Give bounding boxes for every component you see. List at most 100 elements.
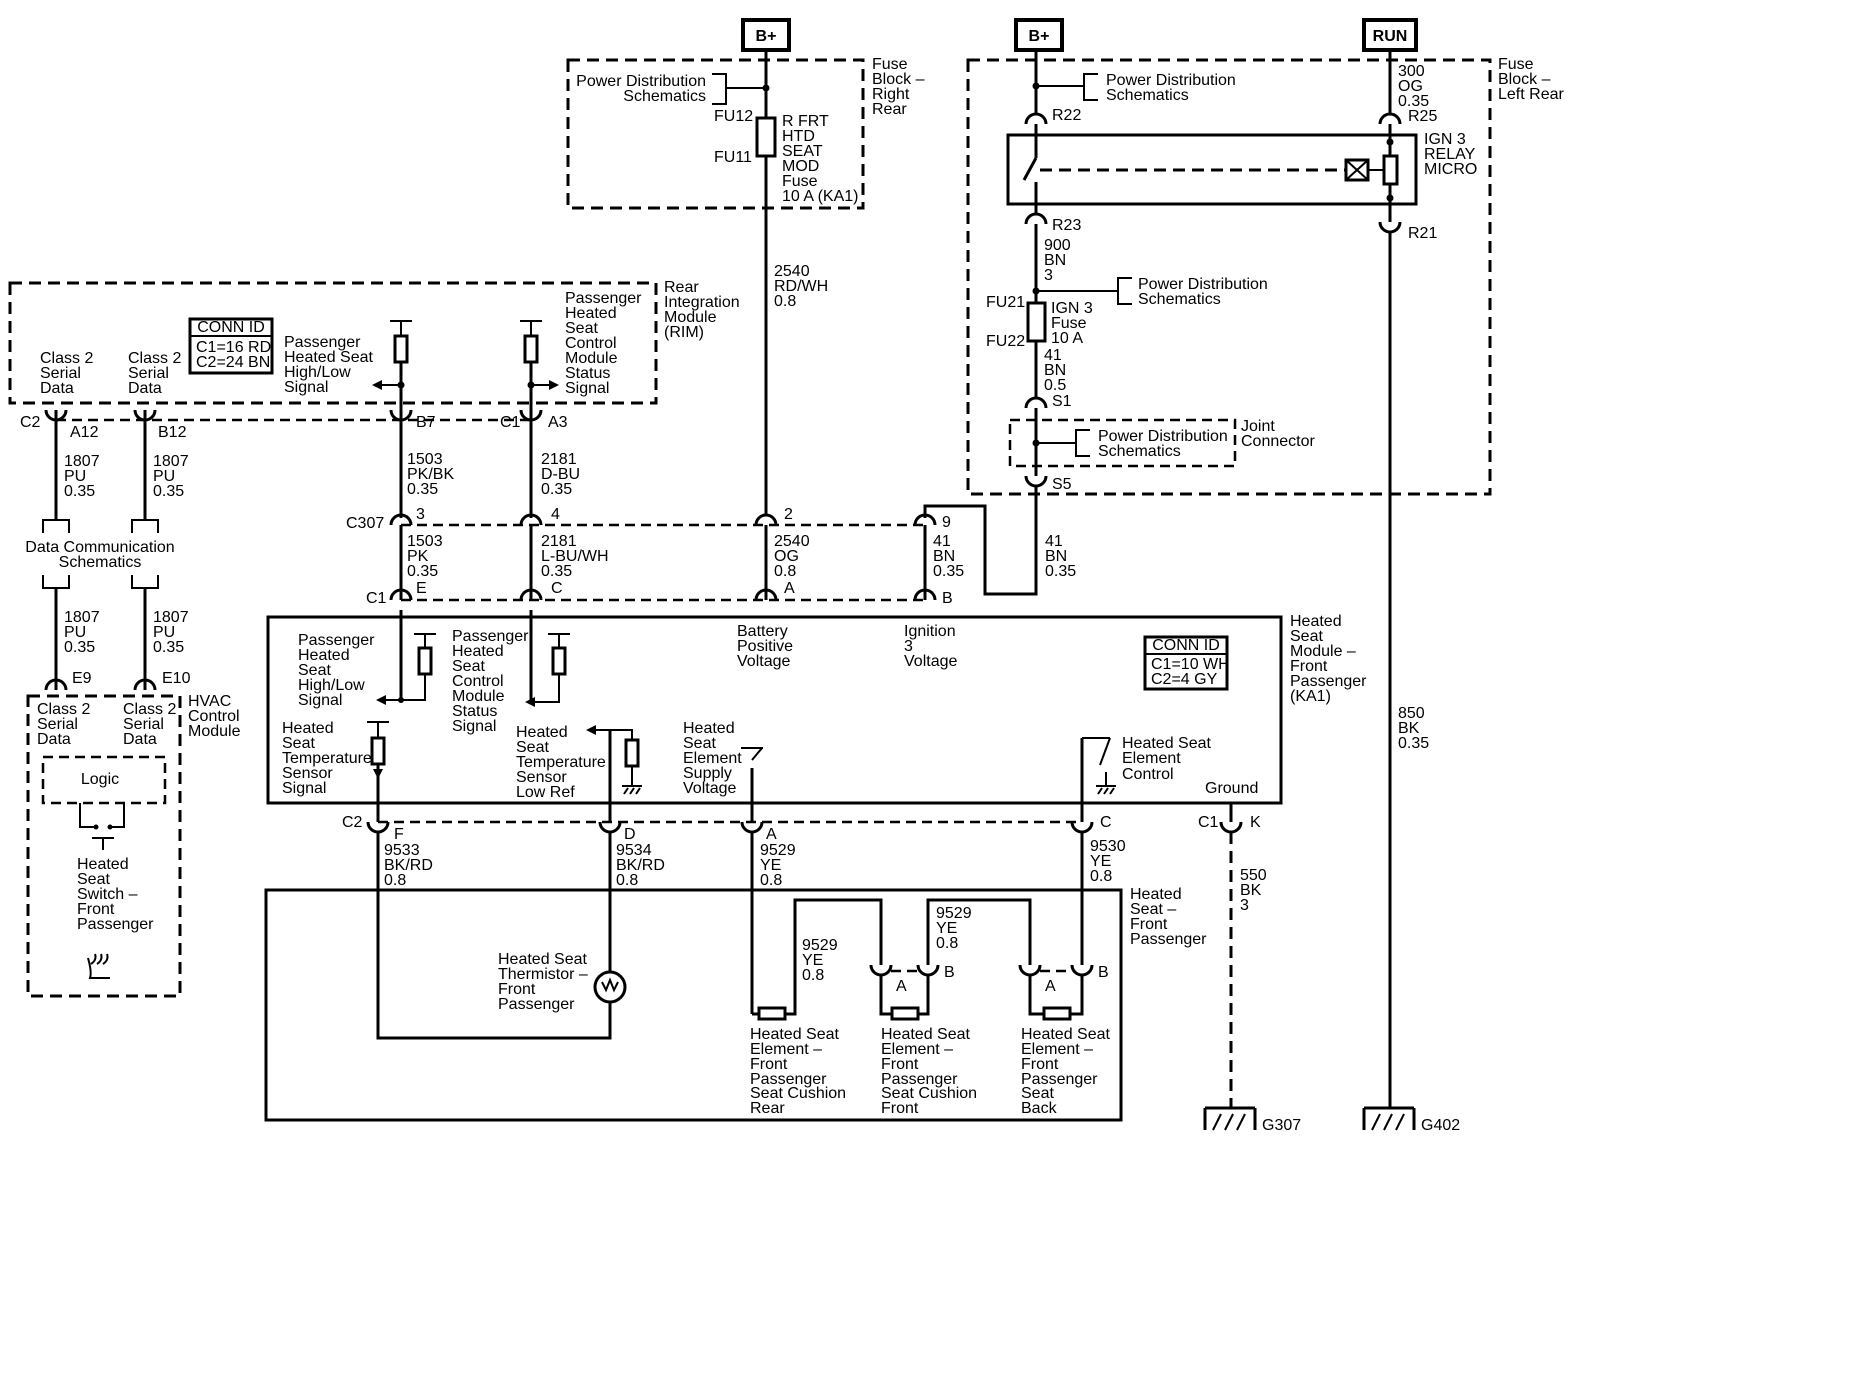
hvac-connector-e10 <box>133 678 157 691</box>
wire-300-1: OG <box>1398 78 1423 95</box>
seat-title-0: Heated <box>1130 886 1182 903</box>
r23-label: R23 <box>1052 217 1081 234</box>
wire-41a-0: 41 <box>1044 347 1062 364</box>
hvac-class2a-0: Class 2 <box>37 701 90 718</box>
rim-class2a-2: Data <box>40 380 74 397</box>
elem-rear-0: Heated Seat <box>750 1026 840 1043</box>
hsm-conn-c1: C1=10 WH <box>1151 656 1230 673</box>
wire-1503a-2: 0.35 <box>407 481 438 498</box>
wire-9534-1: BK/RD <box>616 857 665 874</box>
fuse-ign3-2: 10 A <box>1051 330 1083 347</box>
hsm-conn-id-box <box>1143 635 1229 691</box>
hvac-connector-e9 <box>44 678 68 691</box>
hvac-class2b-2: Data <box>123 731 157 748</box>
elem-rear-5: Rear <box>750 1100 785 1117</box>
hsm-control-2: Control <box>1122 766 1174 783</box>
fuse-rr-label-2: SEAT <box>782 143 823 160</box>
hsm-status-1: Heated <box>452 643 504 660</box>
wire-9529c-1: YE <box>936 920 957 937</box>
connector-r22 <box>1024 112 1048 125</box>
fuse-ign3-1: Fuse <box>1051 315 1087 332</box>
c2-pin-f <box>366 821 390 834</box>
hvac-title-0: HVAC <box>188 693 231 710</box>
wire-9530-2: 0.8 <box>1090 868 1112 885</box>
hsm-tlow-2: Temperature <box>516 754 606 771</box>
connector-r21 <box>1378 221 1402 234</box>
ign3-relay-micro <box>1006 133 1418 206</box>
hsm-ground: Ground <box>1205 780 1258 797</box>
c1-pin-k <box>1219 821 1243 834</box>
hsm-supply-4: Voltage <box>683 780 736 797</box>
c1-pin-b <box>913 588 937 601</box>
c307-label: C307 <box>346 515 384 532</box>
pds-label-lr-2b: Schematics <box>1138 291 1221 308</box>
wire-900-1: BN <box>1044 252 1066 269</box>
seat-title-2: Front <box>1130 916 1168 933</box>
hvac-switch-3: Front <box>77 901 115 918</box>
wire-2540a-0: 2540 <box>774 263 810 280</box>
hsm-tsens-1: Seat <box>282 735 315 752</box>
fuse-rr-label-3: MOD <box>782 158 819 175</box>
fuse-block-left-rear: Power Distribution Schematics R22 IGN 3 … <box>966 50 1564 496</box>
wire-2540b-1: OG <box>774 548 799 565</box>
elem-front-2: Front <box>881 1056 919 1073</box>
wire-41-bn <box>923 486 1038 596</box>
seat-title-1: Seat – <box>1130 901 1176 918</box>
c307-pin4-label: 4 <box>551 506 560 523</box>
ground-g402-label: G402 <box>1421 1117 1460 1134</box>
c1-pin-a <box>754 588 778 601</box>
hvac-logic-box <box>41 755 167 805</box>
c1-pin-e <box>389 588 413 601</box>
wire-1807d-0: 1807 <box>153 609 189 626</box>
ground-g307-label: G307 <box>1262 1117 1301 1134</box>
hsm-control-0: Heated Seat <box>1122 735 1212 752</box>
heated-seat-front-passenger: Heated Seat – Front Passenger Heated Sea… <box>264 832 1207 1122</box>
thermistor-symbol <box>593 970 627 1004</box>
pds-label-rr-1: Power Distribution <box>576 73 706 90</box>
fuse-ign3-0: IGN 3 <box>1051 300 1093 317</box>
elem-back-1: Element – <box>1021 1041 1093 1058</box>
hsm-ign-0: Ignition <box>904 623 956 640</box>
s1-label: S1 <box>1052 393 1072 410</box>
wire-550-0: 550 <box>1240 867 1267 884</box>
hsm-supply-0: Heated <box>683 720 735 737</box>
hsm-tsens-3: Sensor <box>282 765 333 782</box>
pds-label-lr-1b: Schematics <box>1106 87 1189 104</box>
rear-integration-module: Rear Integration Module (RIM) CONN ID C1… <box>8 279 740 410</box>
wire-2181b-0: 2181 <box>541 533 577 550</box>
hvac-class2b-0: Class 2 <box>123 701 176 718</box>
wire-2540a-1: RD/WH <box>774 278 828 295</box>
seat-pin-a2: A <box>1045 978 1056 995</box>
rim-conn-id: CONN ID <box>197 319 265 336</box>
fuse-lr-title-0: Fuse <box>1498 56 1534 73</box>
pds-label-rr-2: Schematics <box>623 88 706 105</box>
fuse-rr-label-4: Fuse <box>782 173 818 190</box>
wire-41c-1: BN <box>1045 548 1067 565</box>
wire-1807a-0: 1807 <box>64 453 100 470</box>
rim-pin-b12: B12 <box>158 424 187 441</box>
fuse-rr-title-0: Fuse <box>872 56 908 73</box>
c2-pin-f-label: F <box>394 826 404 843</box>
pds-label-lr-1a: Power Distribution <box>1106 72 1236 89</box>
rim-pin-c1: C1 <box>500 414 521 431</box>
c1-pin-a-label: A <box>784 580 795 597</box>
fu12-label: FU12 <box>714 108 753 125</box>
hvac-logic-label: Logic <box>81 771 119 788</box>
rim-class2b-0: Class 2 <box>128 350 181 367</box>
elem-rear-3: Passenger <box>750 1071 827 1088</box>
wire-9529a-2: 0.8 <box>760 872 782 889</box>
hsm-status-2: Seat <box>452 658 485 675</box>
s5-label: S5 <box>1052 476 1072 493</box>
c2-pin-a <box>740 821 764 834</box>
hsm-title-2: Module – <box>1290 643 1356 660</box>
hsm-tsens-4: Signal <box>282 780 326 797</box>
fuse-lr-title-2: Left Rear <box>1498 86 1564 103</box>
hsm-status-3: Control <box>452 673 504 690</box>
wire-1807d-1: PU <box>153 624 175 641</box>
connector-s1 <box>1024 396 1048 409</box>
elem-front-1: Element – <box>881 1041 953 1058</box>
wire-9530-0: 9530 <box>1090 838 1126 855</box>
rim-status-6: Signal <box>565 380 609 397</box>
c2-pin-d <box>598 821 622 834</box>
wire-2540a-2: 0.8 <box>774 293 796 310</box>
